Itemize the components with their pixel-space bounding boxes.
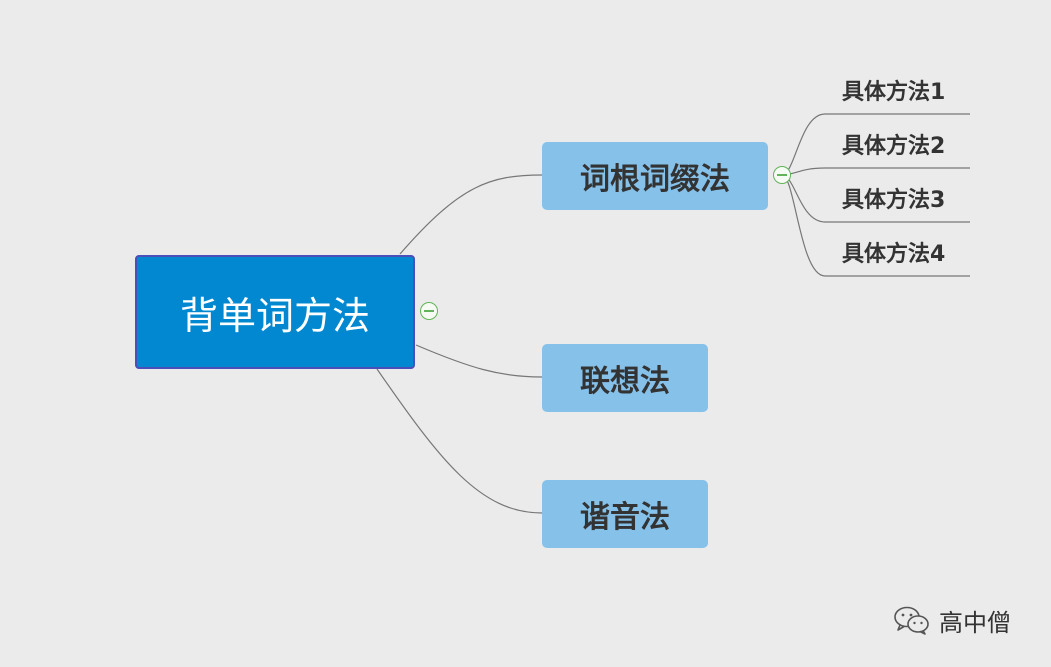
branch-topic-association[interactable]: 联想法 (542, 344, 708, 412)
branch-topic-roots-affixes[interactable]: 词根词缀法 (542, 142, 768, 210)
wechat-icon (894, 606, 929, 635)
collapse-toggle-branch[interactable] (773, 166, 791, 184)
subtopic-method-1[interactable]: 具体方法1 (842, 80, 946, 105)
root-topic[interactable]: 背单词方法 (135, 255, 415, 369)
connector-root-branch-1 (415, 344, 543, 378)
subtopic-method-2[interactable]: 具体方法2 (842, 134, 946, 159)
watermark-text: 高中僧 (939, 608, 1011, 637)
subtopic-method-3[interactable]: 具体方法3 (842, 188, 946, 213)
connector-branch-leaf-1 (781, 167, 970, 176)
connector-root-branch-2 (376, 368, 543, 514)
watermark: 高中僧 (893, 602, 1011, 638)
connector-root-branch-0 (399, 174, 543, 255)
collapse-toggle-root[interactable] (420, 302, 438, 320)
branch-topic-homophone[interactable]: 谐音法 (542, 480, 708, 548)
subtopic-method-4[interactable]: 具体方法4 (842, 242, 946, 267)
